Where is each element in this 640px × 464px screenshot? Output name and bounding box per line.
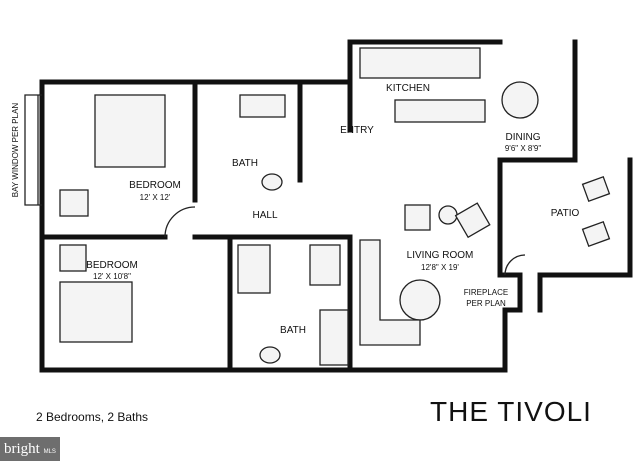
bedroom1-label: BEDROOM: [129, 180, 181, 191]
bed-2: [59, 281, 133, 343]
armchair: [404, 204, 431, 231]
bath1-label: BATH: [232, 158, 258, 169]
closet: [309, 244, 341, 286]
hall-label: HALL: [252, 210, 277, 221]
patio-label: PATIO: [551, 208, 580, 219]
fireplace-label: FIREPLACE: [464, 288, 508, 297]
plan-title: THE TIVOLI: [430, 396, 592, 427]
fireplace-label: PER PLAN: [466, 299, 506, 308]
dining-size: 9'6" X 8'9": [505, 144, 541, 153]
logo-brand: bright: [4, 441, 40, 457]
kitchen-counter: [359, 47, 481, 79]
toilet: [261, 173, 283, 191]
bed-1: [94, 94, 166, 168]
bright-mls-logo: bright MLS: [0, 437, 60, 461]
coffee-table: [399, 279, 441, 321]
living-size: 12'8" X 19': [421, 263, 459, 272]
bay-window: [24, 94, 42, 206]
bath2-label: BATH: [280, 325, 306, 336]
bedroom2-size: 12' X 10'8": [93, 272, 131, 281]
furniture: [59, 47, 611, 366]
bathtub: [319, 309, 349, 366]
door-swing: [504, 254, 526, 276]
side-table: [438, 205, 458, 225]
walls: [39, 39, 633, 373]
entry-label: ENTRY: [340, 125, 374, 136]
bay-window-label: BAY WINDOW PER PLAN: [11, 103, 20, 198]
patio-chair: [581, 175, 611, 203]
kitchen-island: [394, 99, 486, 123]
dining-table: [501, 81, 539, 119]
bedroom2-label: BEDROOM: [86, 260, 138, 271]
bedroom1-size: 12' X 12': [140, 193, 171, 202]
armchair: [59, 244, 87, 272]
dining-label: DINING: [506, 132, 541, 143]
kitchen-label: KITCHEN: [386, 83, 430, 94]
logo-suffix: MLS: [43, 449, 56, 455]
closet: [237, 244, 271, 294]
caption: 2 Bedrooms, 2 Baths: [36, 410, 149, 424]
door-swing: [164, 206, 196, 238]
living-label: LIVING ROOM: [407, 250, 474, 261]
armchair: [454, 202, 491, 239]
bathtub: [239, 94, 286, 118]
armchair: [59, 189, 89, 217]
sectional-sofa: [359, 239, 421, 346]
sink: [259, 346, 281, 364]
patio-chair: [581, 220, 611, 248]
